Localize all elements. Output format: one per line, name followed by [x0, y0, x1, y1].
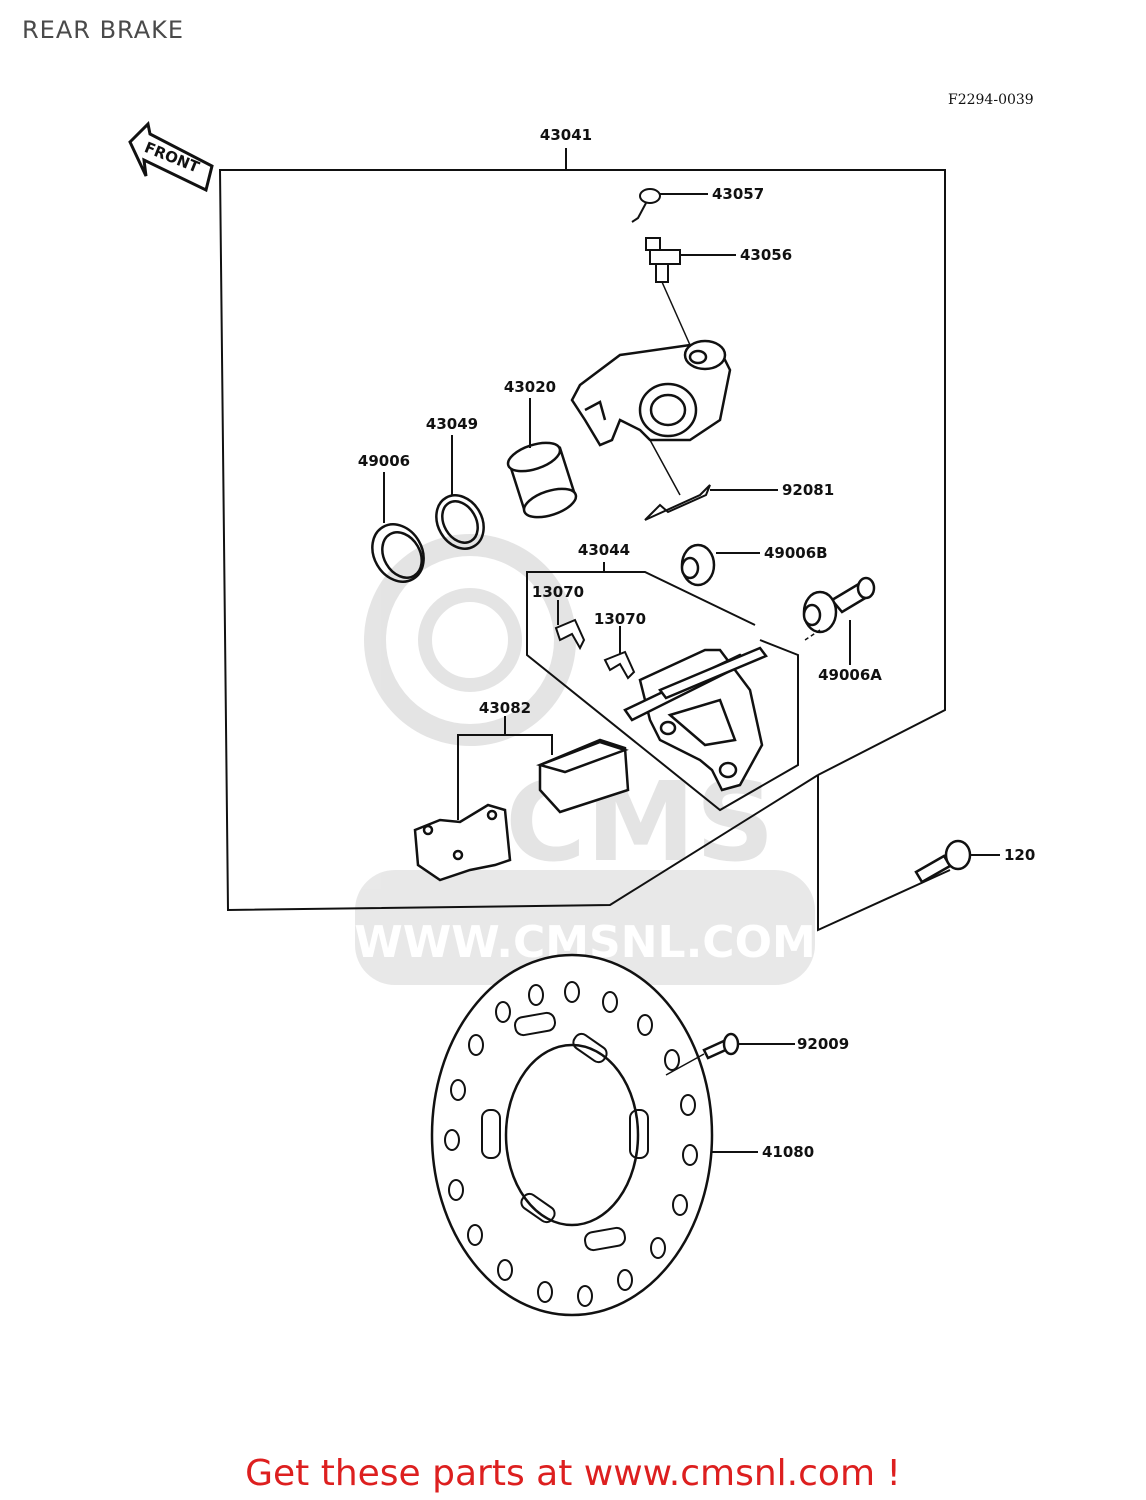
brake-disc — [430, 953, 714, 1317]
get-parts-link[interactable]: Get these parts at www.cmsnl.com ! — [245, 1453, 901, 1494]
label-43020: 43020 — [504, 378, 556, 396]
bleeder-cap — [631, 188, 661, 223]
caliper-bracket — [623, 646, 768, 792]
slide-pin — [802, 576, 876, 634]
label-43057: 43057 — [712, 185, 764, 203]
mount-bolt — [914, 839, 972, 884]
label-13070-a: 13070 — [532, 583, 584, 601]
piston-seal — [435, 494, 485, 550]
label-13070-b: 13070 — [594, 610, 646, 628]
pin-boot — [680, 543, 716, 587]
label-43041: 43041 — [540, 126, 592, 144]
label-43082: 43082 — [479, 699, 531, 717]
dust-seal — [371, 523, 425, 583]
label-49006b: 49006B — [764, 544, 828, 562]
disc-screw — [702, 1032, 740, 1060]
cms-watermark: CMS WWW.CMSNL.COM — [354, 534, 816, 985]
figure-ref: F2294-0039 — [948, 92, 1034, 108]
caliper-assembly-frame — [218, 148, 951, 932]
label-92009: 92009 — [797, 1035, 849, 1053]
pad-spring — [644, 484, 711, 521]
label-49006: 49006 — [358, 452, 410, 470]
pad-clip-2 — [603, 650, 636, 680]
bleeder-valve — [645, 237, 681, 283]
label-41080: 41080 — [762, 1143, 814, 1161]
page-title: REAR BRAKE — [22, 16, 185, 44]
caliper-body — [570, 339, 732, 447]
piston — [506, 441, 578, 519]
label-43049: 43049 — [426, 415, 478, 433]
pad-bracket-line — [457, 716, 553, 820]
brake-pad-inner — [536, 738, 630, 814]
label-43056: 43056 — [740, 246, 792, 264]
bracket-assembly-frame — [526, 562, 799, 812]
front-arrow-icon: FRONT — [128, 120, 214, 193]
label-49006a: 49006A — [818, 666, 882, 684]
label-43044: 43044 — [578, 541, 630, 559]
label-92081: 92081 — [782, 481, 834, 499]
pad-clip-1 — [554, 618, 586, 651]
brake-pad-outer — [413, 803, 512, 882]
label-120: 120 — [1004, 846, 1035, 864]
